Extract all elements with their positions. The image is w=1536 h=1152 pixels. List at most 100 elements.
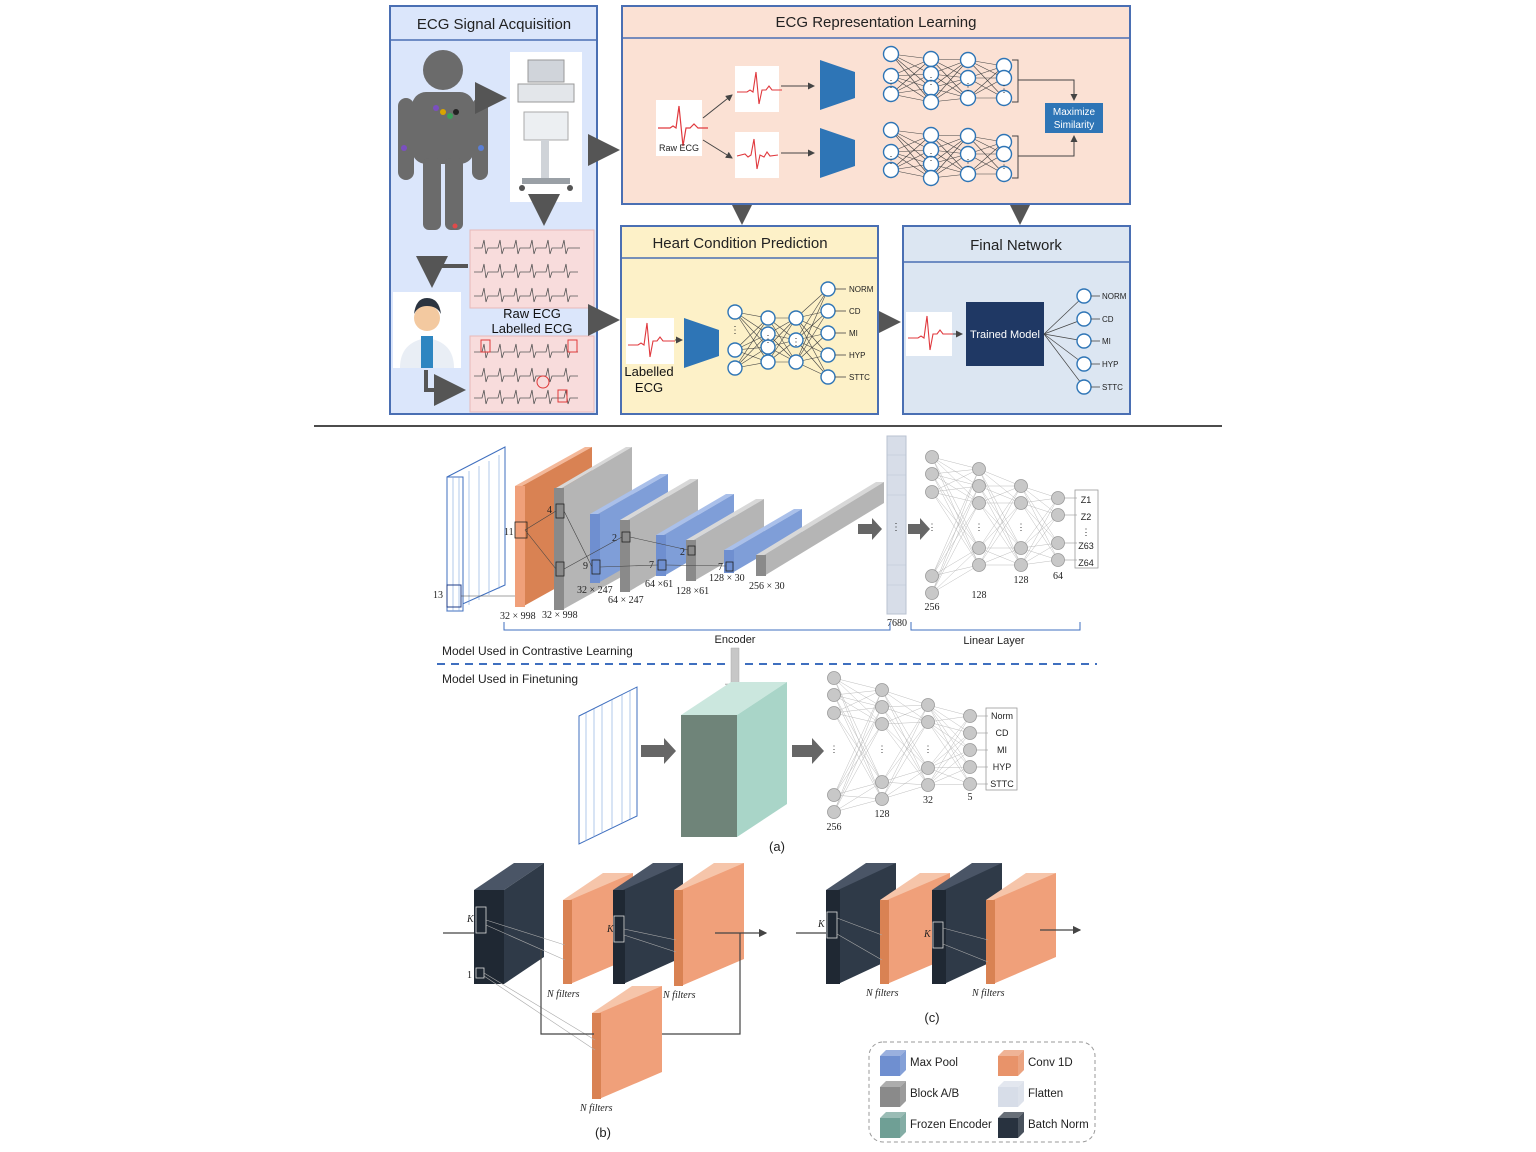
finetune-section-label: Model Used in Finetuning (442, 672, 578, 686)
rep-network-bottom: ⋮⋮⋮⋮ (882, 121, 1019, 187)
labelled-ecg-sheet (469, 335, 595, 413)
network-node (1076, 311, 1092, 327)
network-node (959, 69, 977, 87)
layer-size-label: 128 (972, 590, 987, 601)
legend-label: Block A/B (910, 1088, 960, 1100)
latent-output-label: Z63 (1078, 541, 1094, 551)
legend-item: Max Pool (880, 1050, 958, 1076)
panel-acquisition: ECG Signal Acquisition (389, 5, 598, 415)
latent-output-label: Z1 (1081, 495, 1092, 505)
ellipsis-mark: ⋮ (791, 337, 801, 348)
network-node (963, 743, 977, 757)
network-node (959, 127, 977, 145)
network-node (1076, 356, 1092, 372)
legend-swatch (998, 1118, 1018, 1138)
linear-layer-label: Linear Layer (963, 635, 1024, 647)
pred-class-label: STTC (849, 373, 870, 382)
network-node (727, 360, 743, 376)
network-node (922, 93, 940, 111)
labelled-ecg-label: Labelled ECG (492, 321, 573, 336)
input-ecg-grid (446, 446, 506, 612)
final-class-label: CD (1102, 315, 1114, 324)
network-node (760, 339, 776, 355)
latent-output-label: ⋮ (1082, 527, 1091, 537)
ellipsis-mark: ⋮ (963, 82, 973, 93)
network-node (882, 143, 900, 161)
network-node (995, 89, 1013, 107)
network-node (820, 281, 836, 297)
representation-title: ECG Representation Learning (776, 14, 977, 31)
network-node (995, 69, 1013, 87)
network-node (925, 450, 939, 464)
network-node (921, 761, 935, 775)
ellipsis-mark: ⋮ (926, 152, 936, 163)
dim-4: 64 × 247 (608, 595, 644, 606)
finetune-output-label: STTC (990, 779, 1014, 789)
layer-size-label: 128 (1014, 575, 1029, 586)
pred-class-label: MI (849, 329, 858, 338)
network-node (820, 325, 836, 341)
acquisition-title: ECG Signal Acquisition (417, 16, 571, 33)
network-node (959, 145, 977, 163)
network-node (972, 496, 986, 510)
b-nfilters-3: N filters (579, 1103, 613, 1114)
dim-8: 256 × 30 (749, 581, 785, 592)
ellipsis-mark: ⋮ (999, 160, 1009, 171)
network-node (827, 805, 841, 819)
kernel-7b-label: 7 (718, 562, 723, 573)
legend-label: Flatten (1028, 1088, 1063, 1100)
network-node (1076, 288, 1092, 304)
network-node (959, 51, 977, 69)
maximize-label: Maximize (1053, 107, 1096, 118)
c-nfilters-1: N filters (865, 988, 899, 999)
network-node (1076, 333, 1092, 349)
network-node (875, 700, 889, 714)
dim-2: 32 × 998 (542, 610, 578, 621)
legend-item: Batch Norm (998, 1112, 1089, 1138)
ellipsis-mark: ⋮ (730, 325, 740, 336)
network-node (875, 717, 889, 731)
ellipsis-mark: ⋮ (924, 744, 933, 754)
network-node (922, 169, 940, 187)
network-node (1014, 558, 1028, 572)
network-node (882, 45, 900, 63)
network-node (959, 89, 977, 107)
network-node (882, 85, 900, 103)
ellipsis-mark: ⋮ (963, 158, 973, 169)
network-node (972, 462, 986, 476)
kernel-11-label: 11 (504, 527, 514, 538)
finetune-output-label: MI (997, 745, 1007, 755)
ellipsis-mark: ⋮ (1017, 522, 1026, 532)
kernel-9-label: 9 (583, 561, 588, 572)
network-node (925, 485, 939, 499)
network-node (875, 775, 889, 789)
network-node (1014, 541, 1028, 555)
layer-size-label: 64 (1053, 571, 1063, 582)
network-node (995, 165, 1013, 183)
network-node (925, 586, 939, 600)
network-node (963, 760, 977, 774)
dim-7: 128 × 30 (709, 573, 745, 584)
network-node (727, 304, 743, 320)
network-node (922, 126, 940, 144)
network-node (788, 310, 804, 326)
trained-model-label: Trained Model (970, 329, 1040, 341)
flatten-layer (886, 435, 907, 615)
legend-item: Conv 1D (998, 1050, 1073, 1076)
kernel-2b-label: 2 (680, 547, 685, 558)
layer-size-label: 32 (923, 795, 933, 806)
legend-item: Flatten (998, 1081, 1063, 1107)
net-connections (833, 677, 971, 813)
network-node (882, 161, 900, 179)
pred-class-label: CD (849, 307, 861, 316)
layer-size-label: 128 (875, 809, 890, 820)
caption-b: (b) (595, 1125, 611, 1140)
network-node (922, 50, 940, 68)
network-node (972, 558, 986, 572)
pred-class-label: NORM (849, 285, 874, 294)
network-node (827, 706, 841, 720)
network-node (921, 698, 935, 712)
legend-swatch (880, 1087, 900, 1107)
